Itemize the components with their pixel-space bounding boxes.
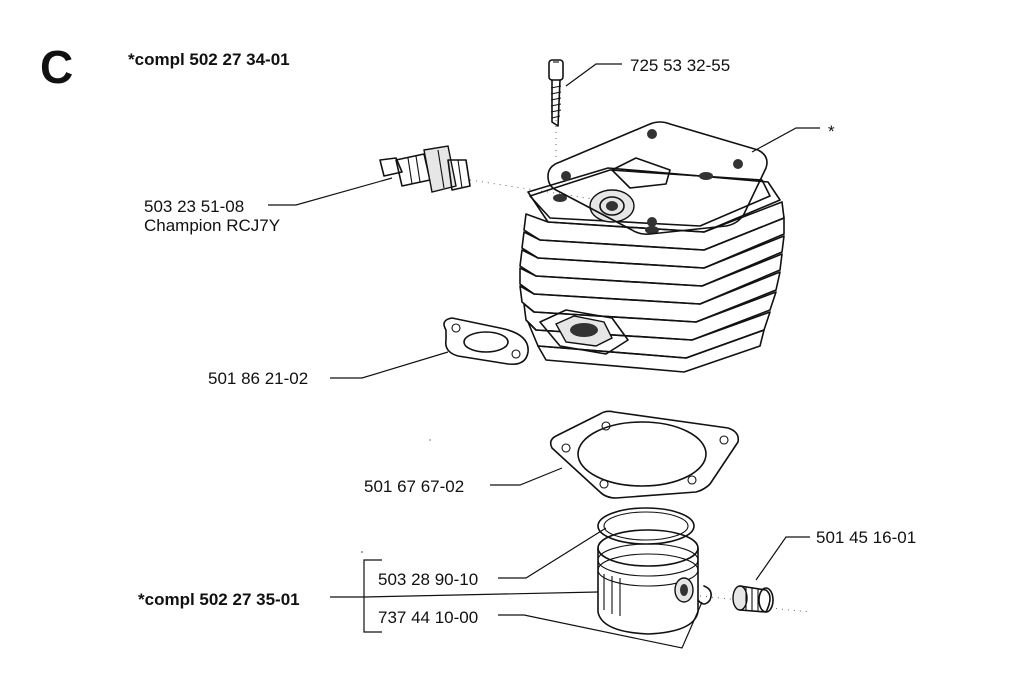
piston-ring-leader (498, 527, 607, 579)
needle-bearing-icon (732, 585, 774, 613)
screw-leader (565, 63, 622, 87)
base-gasket-part-number: 501 67 67-02 (364, 477, 465, 496)
piston-ring-part-number: 503 28 90-10 (378, 570, 479, 589)
screw-icon (548, 59, 564, 127)
top-gasket-marker: * (828, 122, 835, 141)
top-gasket-leader (751, 127, 820, 153)
base-gasket-leader (490, 467, 563, 486)
needle-bearing-leader (755, 536, 810, 581)
exhaust-gasket-leader (330, 351, 449, 379)
spark-plug-type: Champion RCJ7Y (144, 216, 281, 235)
section-letter: C (40, 41, 74, 93)
piston-kit-bracket (363, 559, 382, 633)
piston-ring-icon (597, 507, 695, 545)
piston-icon (597, 529, 699, 635)
exhaust-gasket-part-number: 501 86 21-02 (208, 369, 309, 388)
cylinder-kit-label: *compl 502 27 34-01 (128, 50, 290, 69)
top-gasket-icon (547, 121, 768, 235)
piston-kit-label: *compl 502 27 35-01 (138, 590, 300, 609)
spark-plug-leader (268, 177, 393, 206)
cylinder-icon (519, 167, 785, 373)
piston-leader (363, 591, 599, 598)
screw-part-number: 725 53 32-55 (630, 56, 731, 75)
circlip-leader (498, 601, 703, 649)
circlip-part-number: 737 44 10-00 (378, 608, 479, 627)
alignment-lines (469, 120, 811, 613)
exhaust-gasket-icon (443, 317, 529, 366)
needle-bearing-part-number: 501 45 16-01 (816, 528, 917, 547)
circlip-icon (697, 585, 712, 605)
spark-plug-icon (379, 145, 471, 193)
leader-lines (268, 63, 820, 649)
base-gasket-icon (549, 410, 740, 499)
spark-plug-part-number: 503 23 51-08 (144, 197, 245, 216)
